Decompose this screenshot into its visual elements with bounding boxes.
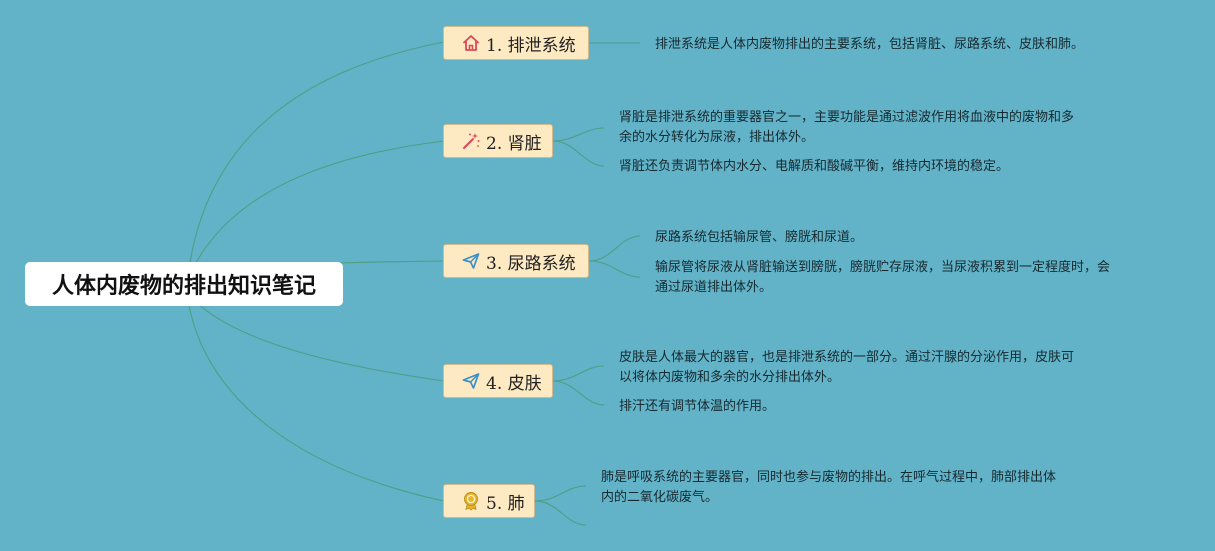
- note-line: 尿路系统包括输尿管、膀胱和尿道。: [655, 230, 864, 245]
- root-title: 人体内废物的排出知识笔记: [51, 274, 316, 299]
- house-icon: [461, 33, 481, 53]
- branch-label: 1. 排泄系统: [486, 35, 576, 56]
- note-urinary-tract-2[interactable]: 输尿管将尿液从肾脏输送到膀胱，膀胱贮存尿液，当尿液积累到一定程度时，会 通过尿道…: [655, 258, 1110, 298]
- award-badge-icon: [461, 491, 481, 511]
- branch-label: 3. 尿路系统: [486, 253, 576, 274]
- note-line: 输尿管将尿液从肾脏输送到膀胱，膀胱贮存尿液，当尿液积累到一定程度时，会: [655, 260, 1111, 275]
- note-line: 通过尿道排出体外。: [655, 280, 773, 295]
- note-line: 皮肤是人体最大的器官，也是排泄系统的一部分。通过汗腺的分泌作用，皮肤可: [619, 350, 1075, 365]
- branch-label: 5. 肺: [486, 493, 525, 514]
- note-skin-2[interactable]: 排汗还有调节体温的作用。: [619, 397, 775, 417]
- branch-label: 4. 皮肤: [486, 373, 542, 394]
- note-kidney-2[interactable]: 肾脏还负责调节体内水分、电解质和酸碱平衡，维持内环境的稳定。: [619, 157, 1009, 177]
- note-line: 以将体内废物和多余的水分排出体外。: [619, 370, 841, 385]
- note-line: 肾脏是排泄系统的重要器官之一，主要功能是通过滤波作用将血液中的废物和多: [619, 110, 1075, 125]
- note-line: 肾脏还负责调节体内水分、电解质和酸碱平衡，维持内环境的稳定。: [619, 159, 1010, 174]
- connector-branch-5-leaf-2: [534, 500, 587, 526]
- note-line: 肺是呼吸系统的主要器官，同时也参与废物的排出。在呼气过程中，肺部排出体: [601, 470, 1057, 485]
- paper-plane-icon: [461, 251, 481, 271]
- connector-branch-2-leaf-1: [552, 127, 605, 142]
- branch-topic-excretory-system[interactable]: 1. 排泄系统: [443, 26, 589, 60]
- note-excretory-system-1[interactable]: 排泄系统是人体内废物排出的主要系统，包括肾脏、尿路系统、皮肤和肺。: [655, 35, 1084, 55]
- note-line: 排汗还有调节体温的作用。: [619, 399, 776, 414]
- connector-root-branch-4: [189, 295, 445, 382]
- note-skin-1[interactable]: 皮肤是人体最大的器官，也是排泄系统的一部分。通过汗腺的分泌作用，皮肤可 以将体内…: [619, 348, 1074, 388]
- connector-branch-4-leaf-2: [552, 380, 605, 406]
- note-lung-1[interactable]: 肺是呼吸系统的主要器官，同时也参与废物的排出。在呼气过程中，肺部排出体 内的二氧…: [601, 468, 1056, 508]
- note-kidney-1[interactable]: 肾脏是排泄系统的重要器官之一，主要功能是通过滤波作用将血液中的废物和多 余的水分…: [619, 108, 1074, 148]
- magic-wand-icon: [461, 131, 481, 151]
- root-topic[interactable]: 人体内废物的排出知识笔记: [25, 262, 343, 306]
- connector-root-branch-1: [187, 41, 445, 277]
- paper-plane-icon: [461, 371, 481, 391]
- branch-topic-kidney[interactable]: 2. 肾脏: [443, 124, 553, 158]
- connector-root-branch-2: [189, 140, 445, 275]
- note-line: 余的水分转化为尿液，排出体外。: [619, 130, 815, 145]
- connector-branch-5-leaf-1: [534, 485, 587, 502]
- connector-root-branch-5: [187, 299, 445, 502]
- note-line: 内的二氧化碳废气。: [601, 490, 719, 505]
- branch-topic-urinary-tract[interactable]: 3. 尿路系统: [443, 244, 589, 278]
- connector-branch-2-leaf-2: [552, 140, 605, 167]
- connector-branch-4-leaf-1: [552, 365, 605, 382]
- connector-branch-3-leaf-2: [588, 260, 641, 278]
- branch-label: 2. 肾脏: [486, 133, 542, 154]
- branch-topic-lung[interactable]: 5. 肺: [443, 484, 535, 518]
- branch-topic-skin[interactable]: 4. 皮肤: [443, 364, 553, 398]
- note-line: 排泄系统是人体内废物排出的主要系统，包括肾脏、尿路系统、皮肤和肺。: [655, 37, 1085, 52]
- note-urinary-tract-1[interactable]: 尿路系统包括输尿管、膀胱和尿道。: [655, 228, 863, 248]
- connector-branch-3-leaf-1: [588, 235, 641, 262]
